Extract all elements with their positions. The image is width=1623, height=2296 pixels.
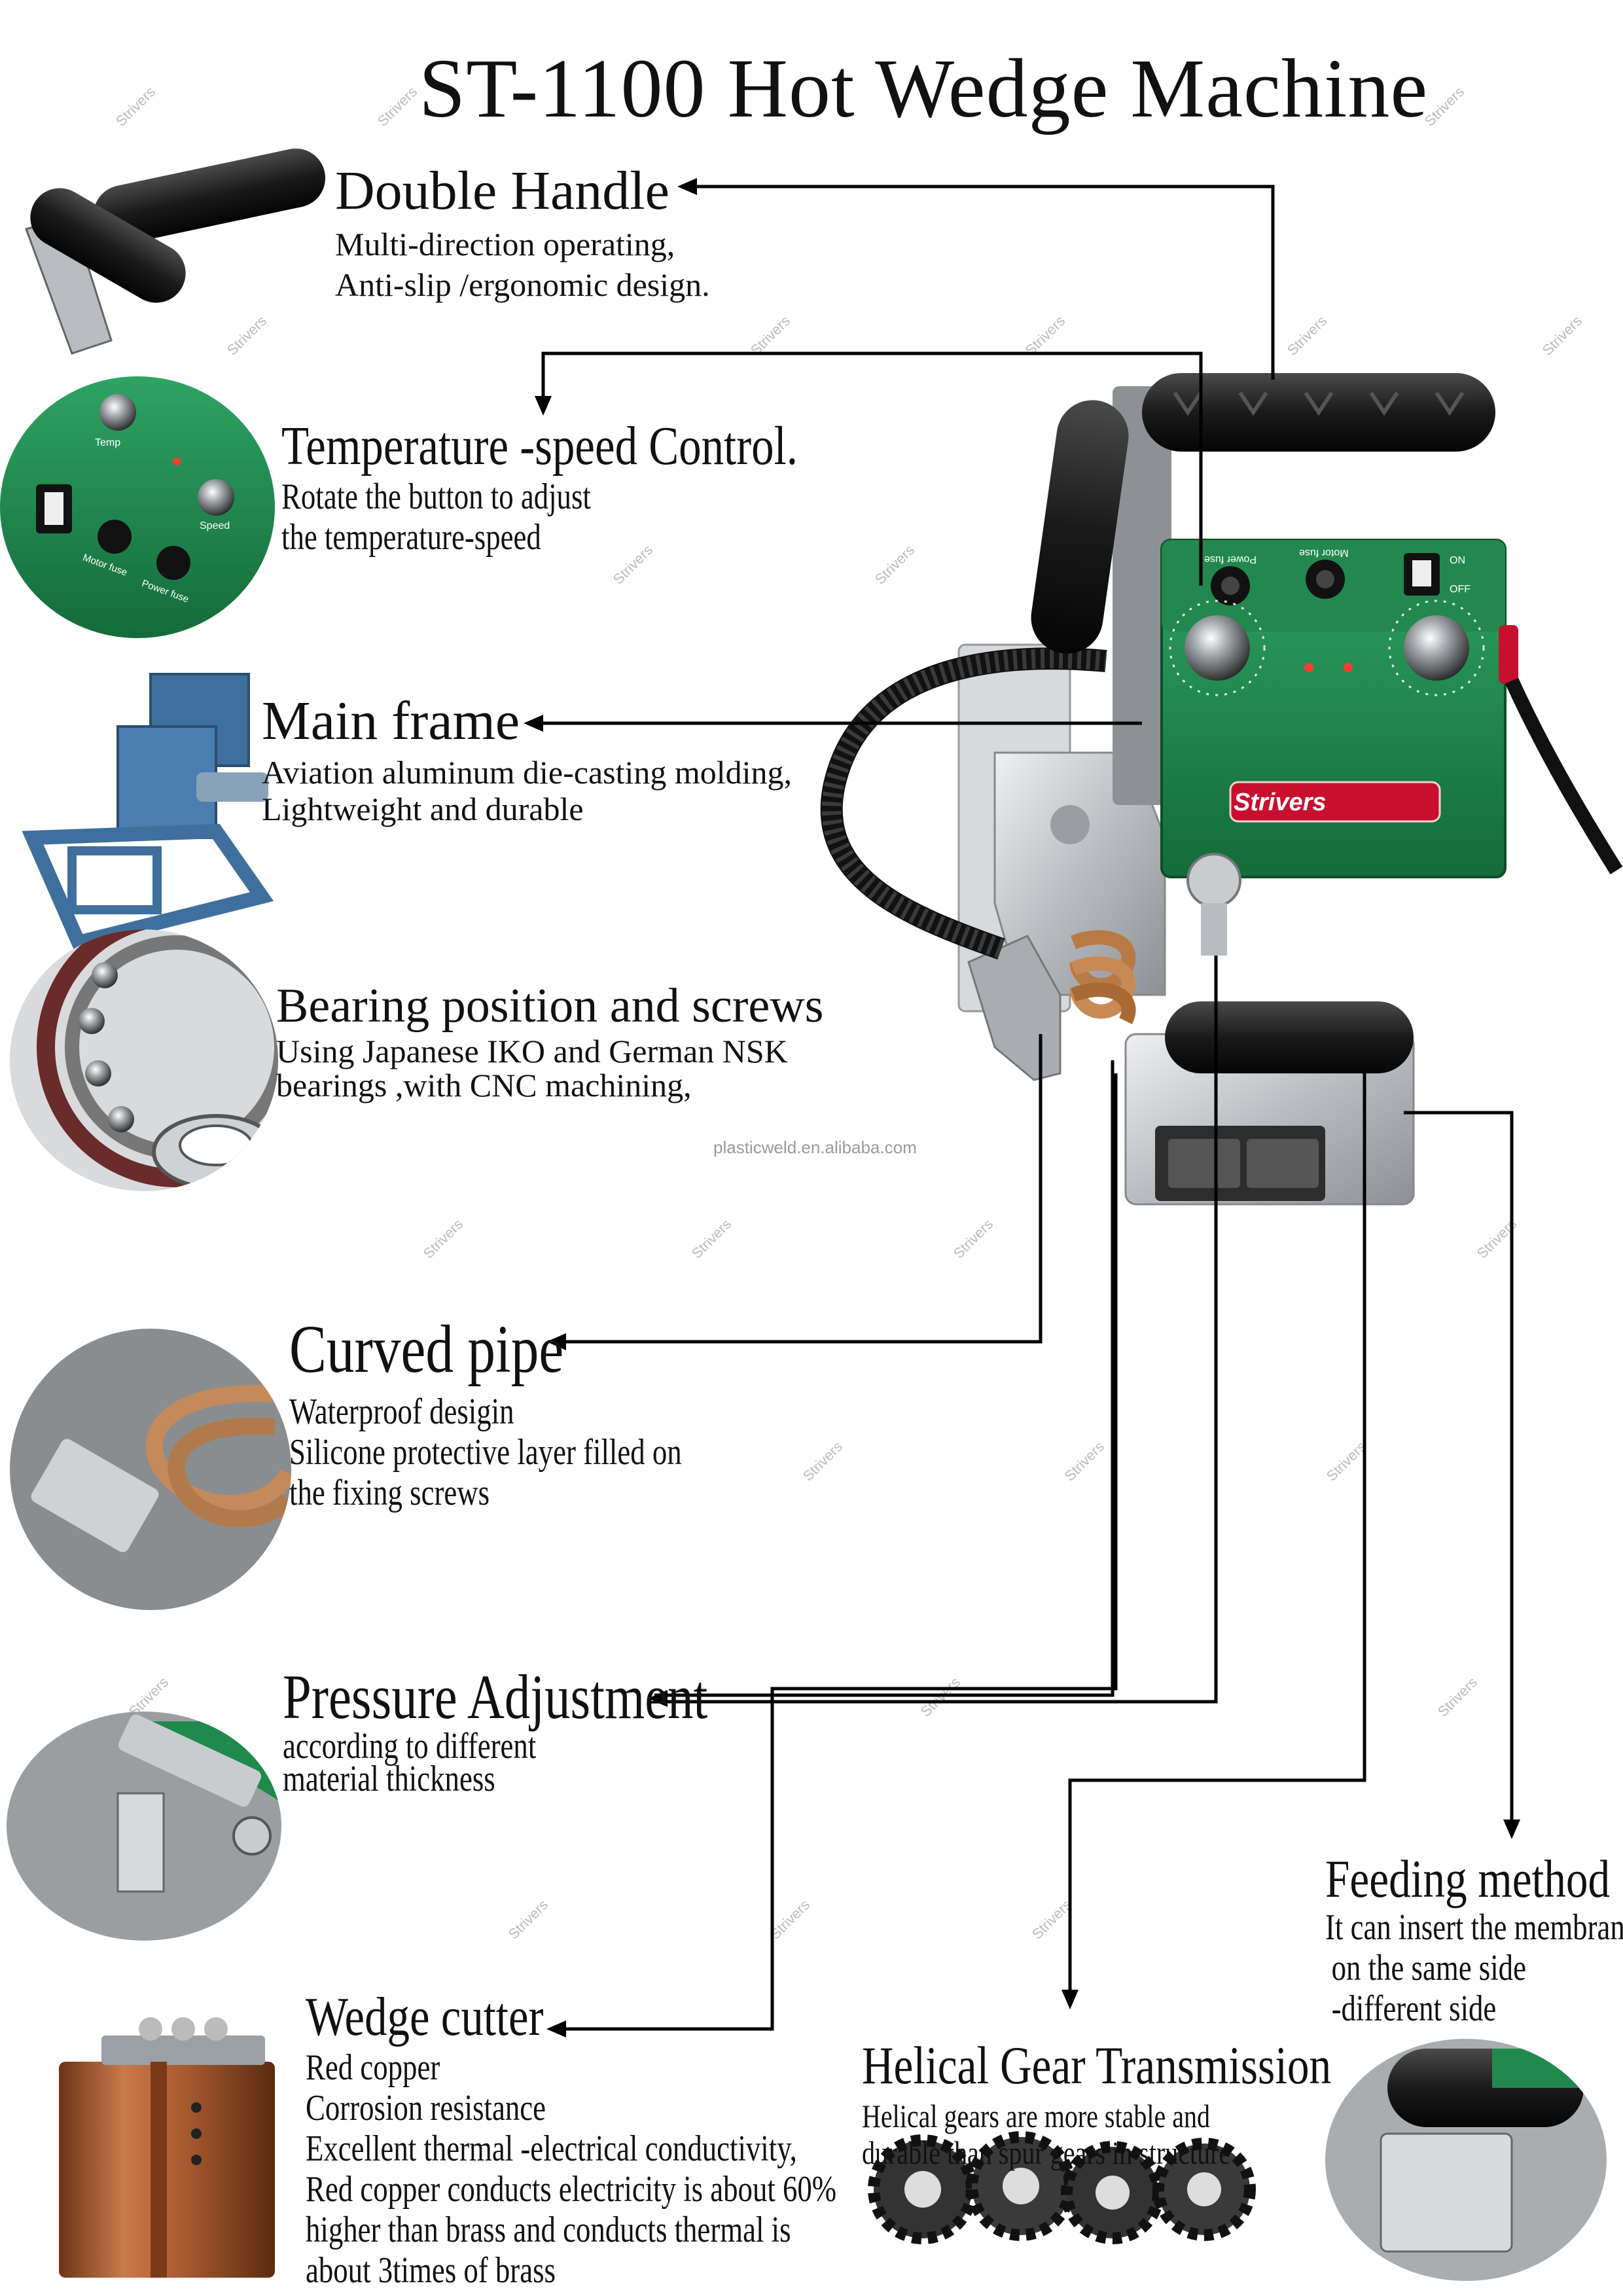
- feature-title: Main frame: [262, 691, 520, 751]
- feature-line: according to different: [283, 1726, 537, 1767]
- feature-line: Anti-slip /ergonomic design.: [335, 266, 710, 303]
- panel-label-speed: Speed: [200, 520, 230, 531]
- feature-line: higher than brass and conducts thermal i…: [306, 2210, 791, 2250]
- feature-line: Rotate the button to adjust: [281, 476, 591, 517]
- feature-line: durable than spur gears in structure: [862, 2134, 1231, 2171]
- feature-line: Waterproof desigin: [289, 1391, 514, 1432]
- pressure-adjustment-image: [7, 1712, 281, 1941]
- switch-label-on: ON: [1450, 555, 1465, 566]
- feature-line: Silicone protective layer filled on: [289, 1432, 682, 1473]
- feature-title: Double Handle: [335, 160, 669, 221]
- main-frame-image: [22, 673, 274, 951]
- feature-line: Lightweight and durable: [262, 791, 584, 827]
- feature-pressure: Pressure Adjustment according to differe…: [283, 1662, 801, 1799]
- control-panel-image: [0, 376, 275, 638]
- feature-feeding-method: Feeding method It can insert the membran…: [1325, 1849, 1623, 2030]
- feature-double-handle: Double Handle Multi-direction operating,…: [335, 164, 710, 305]
- feature-temp-speed: Temperature -speed Control. Rotate the b…: [281, 419, 911, 558]
- switch-label-off: OFF: [1450, 584, 1471, 595]
- curved-pipe-image: [10, 1329, 291, 1610]
- feature-title: Pressure Adjustment: [283, 1662, 708, 1732]
- feature-line: Using Japanese IKO and German NSK: [276, 1033, 788, 1069]
- feature-line: Aviation aluminum die-casting molding,: [262, 754, 793, 791]
- fuse-label: Power fuse: [1204, 554, 1257, 565]
- feature-title: Feeding method: [1325, 1849, 1611, 1909]
- feature-curved-pipe: Curved pipe Waterproof desigin Silicone …: [289, 1312, 780, 1514]
- feature-bearing: Bearing position and screws Using Japane…: [276, 982, 823, 1102]
- page-title: ST-1100 Hot Wedge Machine: [419, 42, 1429, 135]
- wedge-cutter-image: [59, 2017, 275, 2278]
- feature-title: Wedge cutter: [306, 1986, 544, 2047]
- panel-label-temp: Temp: [95, 437, 121, 448]
- feature-line: Helical gears are more stable and: [862, 2098, 1210, 2134]
- fuse-label: Motor fuse: [1299, 547, 1349, 558]
- brand-plate-text: Strivers: [1234, 789, 1327, 816]
- feature-line: Excellent thermal -electrical conductivi…: [306, 2128, 797, 2169]
- feature-title: Curved pipe: [289, 1312, 564, 1387]
- feature-title: Bearing position and screws: [276, 979, 824, 1033]
- feeding-method-image: [1325, 2039, 1607, 2281]
- bearing-image: [10, 929, 278, 1191]
- feature-line: Red copper: [306, 2047, 440, 2088]
- feature-line: the fixing screws: [289, 1473, 490, 1513]
- feature-line: It can insert the membrane: [1325, 1907, 1623, 1948]
- feature-line: about 3times of brass: [306, 2250, 556, 2291]
- feature-helical-gear: Helical Gear Transmission Helical gears …: [862, 2036, 1435, 2172]
- hot-wedge-machine: [820, 373, 1623, 1206]
- site-url: plasticweld.en.alibaba.com: [713, 1138, 917, 1157]
- feature-title: Helical Gear Transmission: [862, 2036, 1332, 2095]
- feature-line: Multi-direction operating,: [335, 226, 675, 262]
- feature-line: on the same side: [1331, 1948, 1526, 1988]
- helical-gears-image: [868, 2131, 1256, 2244]
- feature-title: Temperature -speed Control.: [281, 416, 798, 476]
- feature-main-frame: Main frame Aviation aluminum die-casting…: [262, 691, 793, 828]
- feature-line: bearings ,with CNC machining,: [276, 1067, 692, 1103]
- feature-line: the temperature-speed: [281, 517, 541, 558]
- feature-line: Red copper conducts electricity is about…: [306, 2169, 837, 2210]
- connector-lines: [524, 178, 1520, 2037]
- double-handle-image: [25, 148, 326, 355]
- feature-line: Corrosion resistance: [306, 2088, 546, 2128]
- feature-wedge-cutter: Wedge cutter Red copper Corrosion resist…: [306, 1990, 969, 2291]
- feature-line: -different side: [1331, 1988, 1497, 2029]
- feature-line: material thickness: [283, 1759, 495, 1799]
